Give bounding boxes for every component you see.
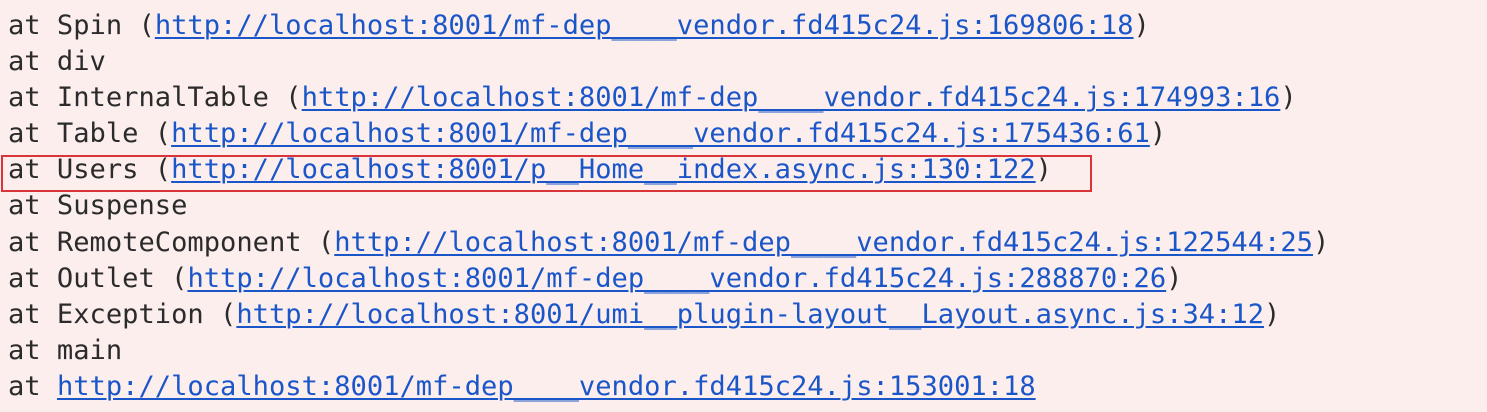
frame-close-paren: ): [1133, 10, 1150, 41]
stack-frame: at Exception (http://localhost:8001/umi_…: [8, 297, 1329, 333]
frame-location: at Suspense: [8, 190, 188, 222]
frame-location: at main: [8, 334, 123, 366]
stack-frame: at RemoteComponent (http://localhost:800…: [8, 225, 1329, 261]
frame-location: at Users (: [8, 154, 172, 186]
source-link[interactable]: http://localhost:8001/p__Home__index.asy…: [171, 154, 1036, 186]
frame-location: at Outlet (: [8, 262, 188, 294]
source-link[interactable]: http://localhost:8001/mf-dep____vendor.f…: [171, 118, 1150, 150]
frame-close-paren: ): [1264, 298, 1281, 330]
source-link[interactable]: http://localhost:8001/mf-dep____vendor.f…: [187, 262, 1167, 294]
frame-close-paren: ): [1149, 118, 1167, 150]
frame-location: at RemoteComponent (: [8, 226, 335, 258]
frame-location: at InternalTable (: [8, 82, 302, 114]
frame-location: at div: [8, 46, 106, 78]
frame-close-paren: ): [1312, 226, 1330, 258]
frame-close-paren: ): [1035, 154, 1052, 186]
stack-frame: at InternalTable (http://localhost:8001/…: [8, 80, 1329, 116]
stack-frame: at Table (http://localhost:8001/mf-dep__…: [8, 116, 1329, 152]
stack-frame: at div: [8, 44, 1329, 80]
source-link[interactable]: http://localhost:8001/mf-dep____vendor.f…: [154, 10, 1134, 41]
stack-frame: at Spin (http://localhost:8001/mf-dep___…: [8, 8, 1329, 44]
stack-frame: at main: [8, 333, 1329, 369]
stack-frame: at http://localhost:8001/mf-dep____vendo…: [8, 369, 1329, 405]
stack-frame-highlighted: at Users (http://localhost:8001/p__Home_…: [8, 152, 1329, 188]
frame-close-paren: ): [1166, 262, 1183, 294]
frame-close-paren: ): [1280, 82, 1297, 114]
source-link[interactable]: http://localhost:8001/mf-dep____vendor.f…: [56, 370, 1036, 402]
frame-location: at Exception (: [8, 298, 237, 330]
error-stack-trace: at Spin (http://localhost:8001/mf-dep___…: [8, 8, 1329, 405]
frame-location: at Table (: [8, 118, 172, 150]
frame-location: at Spin (: [8, 10, 155, 41]
stack-frame: at Suspense: [8, 188, 1329, 224]
stack-frame: at Outlet (http://localhost:8001/mf-dep_…: [8, 261, 1329, 297]
frame-location: at: [8, 370, 57, 402]
source-link[interactable]: http://localhost:8001/umi__plugin-layout…: [236, 298, 1265, 330]
source-link[interactable]: http://localhost:8001/mf-dep____vendor.f…: [301, 82, 1281, 114]
source-link[interactable]: http://localhost:8001/mf-dep____vendor.f…: [334, 226, 1313, 258]
